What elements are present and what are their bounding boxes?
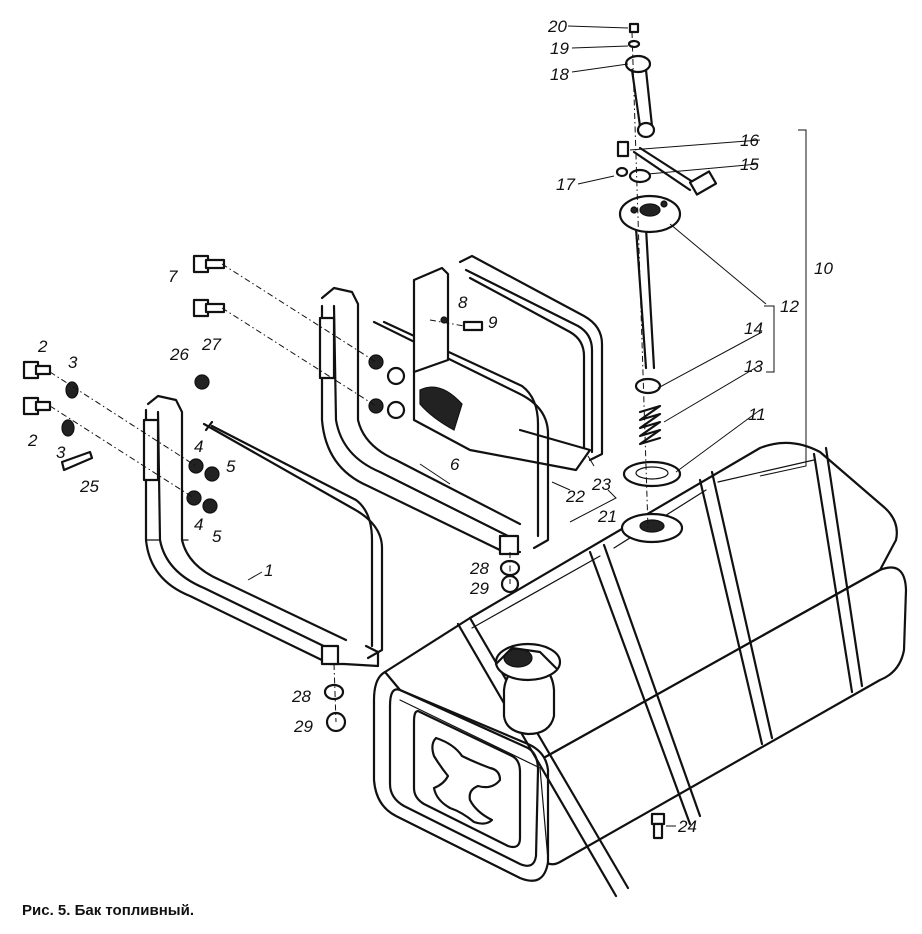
label-20: 20	[547, 17, 567, 36]
label-10: 10	[814, 259, 833, 278]
figure-caption: Рис. 5. Бак топливный.	[22, 902, 194, 919]
assembly-axes	[49, 31, 649, 723]
label-16: 16	[740, 131, 759, 150]
label-15: 15	[740, 155, 759, 174]
label-12: 12	[780, 297, 799, 316]
fuel-tank	[372, 441, 908, 898]
gasket-23	[458, 254, 604, 462]
label-29a: 29	[469, 579, 489, 598]
bracket-6	[318, 286, 550, 556]
label-14: 14	[744, 319, 763, 338]
label-4b: 4	[194, 515, 203, 534]
label-1: 1	[264, 561, 273, 580]
label-27: 27	[201, 335, 221, 354]
label-24: 24	[677, 817, 697, 836]
leader-lines	[247, 25, 807, 827]
label-28b: 28	[291, 687, 311, 706]
label-21: 21	[597, 507, 617, 526]
label-11: 11	[748, 405, 766, 424]
label-19: 19	[550, 39, 569, 58]
label-28a: 28	[469, 559, 489, 578]
fuel-level-sender	[615, 22, 718, 488]
label-8: 8	[458, 293, 468, 312]
label-3a: 3	[68, 353, 78, 372]
label-23: 23	[591, 475, 611, 494]
label-4a: 4	[194, 437, 203, 456]
plate-8	[412, 266, 592, 472]
label-3b: 3	[56, 443, 66, 462]
label-25: 25	[79, 477, 99, 496]
label-17: 17	[556, 175, 575, 194]
label-2b: 2	[27, 431, 38, 450]
label-13: 13	[744, 357, 763, 376]
label-26: 26	[169, 345, 189, 364]
label-7: 7	[168, 267, 178, 286]
drain-plug	[650, 812, 666, 840]
part-labels: 20 19 18 16 15 17 10 12 14 13 11 7 8 9 2…	[27, 17, 833, 836]
label-5a: 5	[226, 457, 236, 476]
label-9: 9	[488, 313, 498, 332]
fasteners	[22, 254, 521, 733]
bracket-1	[142, 394, 384, 668]
label-5b: 5	[212, 527, 222, 546]
label-22: 22	[565, 487, 585, 506]
label-2a: 2	[37, 337, 48, 356]
label-29b: 29	[293, 717, 313, 736]
label-18: 18	[550, 65, 569, 84]
filler-neck	[494, 642, 562, 736]
label-6: 6	[450, 455, 460, 474]
